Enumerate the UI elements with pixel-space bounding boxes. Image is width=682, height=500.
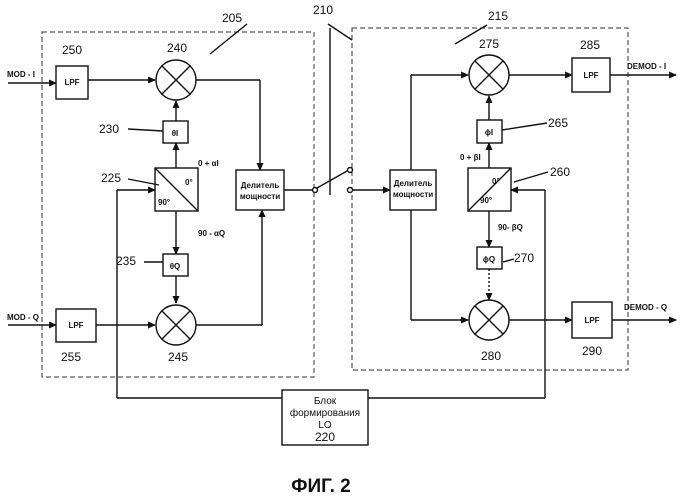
ref-265: 265: [548, 116, 568, 130]
lpf-290-label: LPF: [584, 316, 599, 325]
lpf-285-label: LPF: [583, 71, 598, 80]
theta-i-label: θI: [172, 129, 179, 138]
mod-q-label: MOD - Q: [7, 313, 39, 322]
ref-280: 280: [481, 349, 501, 363]
ref-260: 260: [550, 165, 570, 179]
demod-i-label: DEMOD - I: [627, 62, 666, 71]
ref-240: 240: [167, 41, 187, 55]
figure-caption: ФИГ. 2: [291, 476, 350, 497]
lo-label-1: Блок: [314, 396, 337, 407]
hybrid-260-0: 0°: [492, 177, 500, 186]
lpf-250-label: LPF: [64, 78, 79, 87]
ref-255: 255: [61, 350, 81, 364]
ref-215: 215: [488, 9, 508, 23]
lo-ref-220: 220: [315, 430, 335, 444]
hybrid-225-0: 0°: [185, 178, 193, 187]
ref-210: 210: [313, 3, 333, 17]
power-combiner-tx: [236, 170, 284, 210]
phi-i-label: ϕI: [485, 128, 493, 137]
theta-q-label: θQ: [170, 262, 181, 271]
lo-label-2: формирования: [290, 407, 360, 419]
rx-i-phase-label: 0 + βI: [460, 153, 481, 162]
rx-splitter-label-2: мощности: [393, 190, 433, 199]
ref-250: 250: [62, 43, 82, 57]
ref-245: 245: [168, 350, 188, 364]
phi-q-label: ϕQ: [483, 255, 495, 264]
lpf-255-label: LPF: [68, 321, 83, 330]
hybrid-260-90: 90°: [480, 196, 492, 205]
hybrid-225-90: 90°: [158, 198, 170, 207]
ref-225: 225: [101, 171, 121, 185]
ref-275: 275: [479, 37, 499, 51]
ref-205: 205: [222, 11, 242, 25]
ref-230: 230: [99, 122, 119, 136]
demod-q-label: DEMOD - Q: [624, 303, 667, 312]
ref-290: 290: [582, 344, 602, 358]
ref-235: 235: [116, 254, 136, 268]
mod-i-label: MOD - I: [7, 70, 35, 79]
ref-285: 285: [580, 38, 600, 52]
tx-splitter-label-2: мощности: [240, 192, 280, 201]
tx-q-phase-label: 90 - αQ: [198, 229, 225, 238]
tx-i-phase-label: 0 + αI: [198, 159, 219, 168]
rx-splitter-label-1: Делитель: [394, 179, 433, 188]
ref-270: 270: [514, 251, 534, 265]
rx-q-phase-label: 90- βQ: [498, 223, 523, 232]
tx-splitter-label-1: Делитель: [241, 181, 280, 190]
